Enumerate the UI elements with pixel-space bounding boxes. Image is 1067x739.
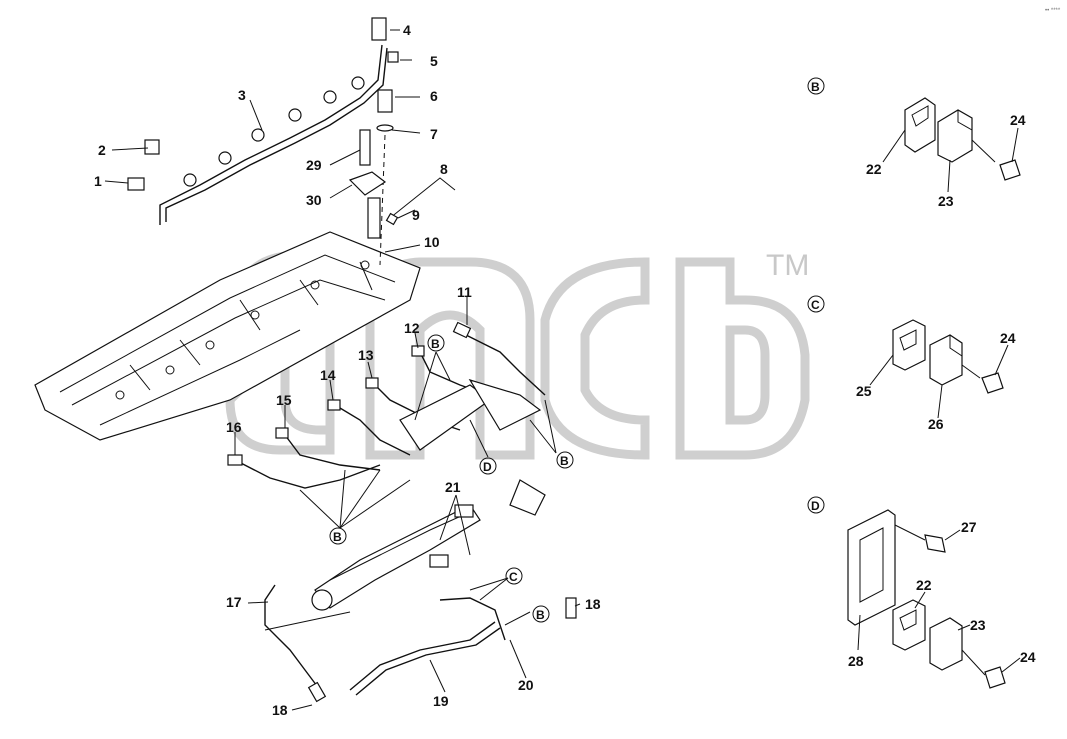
callout-b-2: B [560, 454, 569, 468]
part-number-22b: 22 [916, 577, 932, 593]
part-number-6: 6 [430, 88, 438, 104]
part-number-1: 1 [94, 173, 102, 189]
rocker-housing-plate [34, 231, 421, 441]
part-number-24c: 24 [1020, 649, 1036, 665]
part-number-10: 10 [424, 234, 440, 250]
detail-b-label: B [811, 80, 820, 94]
detail-b: B [807, 77, 1021, 193]
part-number-19: 19 [433, 693, 449, 709]
part-number-15: 15 [276, 392, 292, 408]
part-number-18b: 18 [272, 702, 288, 718]
callout-b-3: B [333, 530, 342, 544]
part-number-27: 27 [961, 519, 977, 535]
corner-mark: •• **** [1045, 8, 1061, 14]
fuel-lines [227, 321, 546, 489]
part-numbers: 4 5 6 7 3 2 1 29 30 8 9 10 11 12 13 14 1… [94, 22, 1036, 718]
part-number-12: 12 [404, 320, 420, 336]
part-number-23a: 23 [938, 193, 954, 209]
part-number-26: 26 [928, 416, 944, 432]
part-number-13: 13 [358, 347, 374, 363]
watermark-logo [225, 250, 810, 460]
part-number-8: 8 [440, 161, 448, 177]
callout-b-4: B [536, 608, 545, 622]
part-number-24a: 24 [1010, 112, 1026, 128]
part-number-14: 14 [320, 367, 336, 383]
part-number-29: 29 [306, 157, 322, 173]
detail-d: D [807, 496, 1021, 689]
part-number-7: 7 [430, 126, 438, 142]
part-number-5: 5 [430, 53, 438, 69]
part-number-9: 9 [412, 207, 420, 223]
part-number-30: 30 [306, 192, 322, 208]
watermark-tm: TM [766, 249, 809, 282]
part-number-25: 25 [856, 383, 872, 399]
callout-markers: B B D B C B [329, 334, 574, 623]
part-number-22a: 22 [866, 161, 882, 177]
part-number-28: 28 [848, 653, 864, 669]
callout-d-1: D [483, 460, 492, 474]
callout-b-1: B [431, 337, 440, 351]
callout-c-1: C [509, 570, 518, 584]
injector-assembly [348, 129, 456, 266]
part-number-17: 17 [226, 594, 242, 610]
part-number-23b: 23 [970, 617, 986, 633]
part-number-24b: 24 [1000, 330, 1016, 346]
part-number-16: 16 [226, 419, 242, 435]
detail-c-label: C [811, 298, 820, 312]
part-number-20: 20 [518, 677, 534, 693]
fuel-rail [127, 17, 399, 225]
lower-harness [264, 479, 577, 703]
detail-d-label: D [811, 499, 820, 513]
part-number-21: 21 [445, 479, 461, 495]
leader-lines [104, 29, 581, 711]
part-number-4: 4 [403, 22, 411, 38]
part-number-11: 11 [457, 284, 472, 300]
part-number-18a: 18 [585, 596, 601, 612]
part-number-2: 2 [98, 142, 106, 158]
detail-c: C [807, 295, 1009, 419]
part-number-3: 3 [238, 87, 246, 103]
